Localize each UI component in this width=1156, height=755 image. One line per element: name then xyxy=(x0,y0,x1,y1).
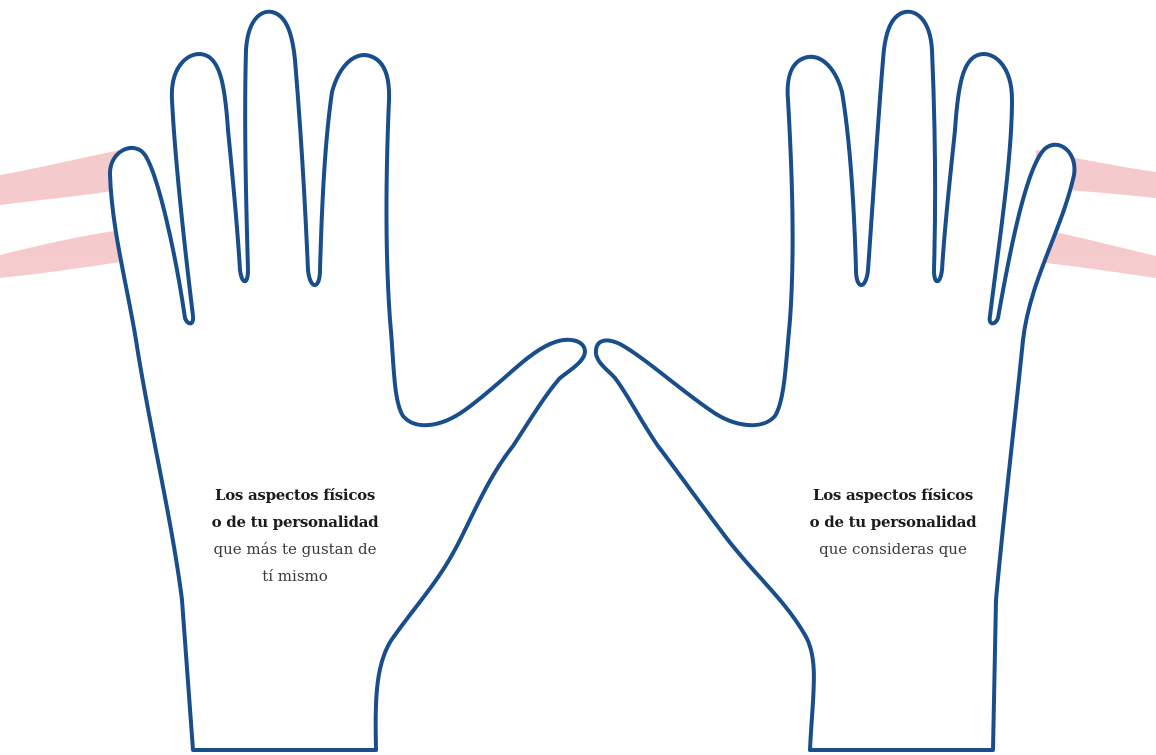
left-caption-line-1: Los aspectos físicos xyxy=(214,486,376,504)
right-caption-line-3: que consideras que xyxy=(819,540,967,558)
left-hand-outline xyxy=(107,9,587,752)
right-hand-outline xyxy=(593,9,1077,752)
right-caption-line-2: o de tu personalidad xyxy=(809,513,977,531)
left-caption-line-4: tí mismo xyxy=(262,567,328,585)
left-caption-line-2: o de tu personalidad xyxy=(211,513,379,531)
left-hand-caption: Los aspectos físicos o de tu personalida… xyxy=(180,482,410,590)
right-hand-caption: Los aspectos físicos o de tu personalida… xyxy=(778,482,1008,563)
left-caption-line-3: que más te gustan de xyxy=(213,540,377,558)
right-caption-line-1: Los aspectos físicos xyxy=(812,486,974,504)
